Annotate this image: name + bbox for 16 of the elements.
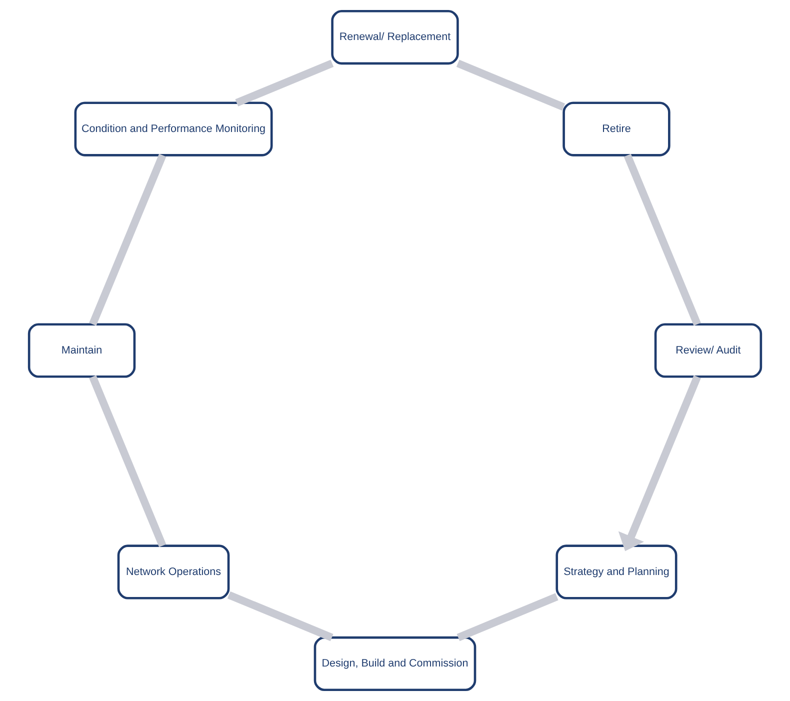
node-box: Condition and Performance Monitoring [74,102,273,156]
node-box: Strategy and Planning [556,544,678,600]
connector [89,375,166,548]
connector [235,60,334,106]
connector [456,60,566,111]
node-box: Maintain [28,323,136,378]
node-box: Retire [562,102,670,156]
node-box: Review/ Audit [654,323,762,378]
connector [456,593,558,642]
node-box: Design, Build and Commission [314,636,476,692]
connector [624,154,701,326]
node-box: Network Operations [117,544,230,600]
connector [227,591,334,642]
node-box: Renewal/ Replacement [331,10,459,65]
arrow [618,375,701,552]
connector [89,154,166,326]
